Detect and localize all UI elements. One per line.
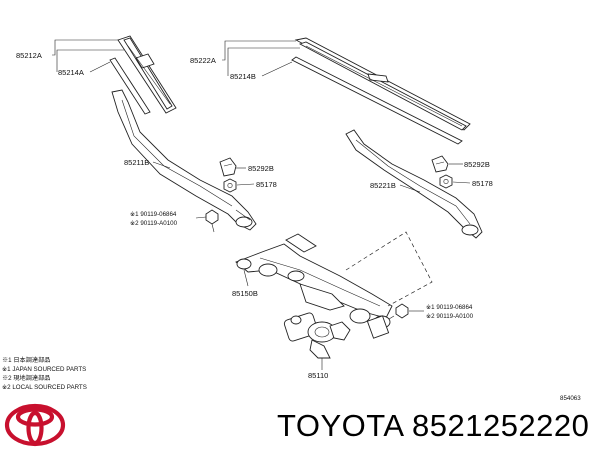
right-wiper-rubber	[291, 56, 463, 145]
label-85214a: 85214A	[58, 68, 84, 77]
label-screw1-right: ※1 90119-06864	[426, 304, 473, 311]
label-85214b: 85214B	[230, 72, 256, 81]
note-line-2: ※1 JAPAN SOURCED PARTS	[2, 366, 86, 373]
label-85292b-left: 85292B	[248, 164, 274, 173]
label-85212a: 85212A	[16, 51, 42, 60]
wiper-linkage	[235, 233, 393, 339]
part-number-caption: TOYOTA 8521252220	[277, 408, 590, 443]
figure-id: 854063	[560, 395, 581, 402]
label-85292b-right: 85292B	[464, 160, 490, 169]
left-wiper-blade	[117, 35, 177, 114]
label-85178-right: 85178	[472, 179, 493, 188]
nut-85178-right	[439, 174, 453, 189]
cap-85292b-right	[431, 155, 449, 173]
label-screw2-left: ※2 90119-A0100	[130, 220, 178, 227]
toyota-logo-icon	[4, 403, 66, 447]
label-85178-left: 85178	[256, 180, 277, 189]
nut-85178-left	[223, 178, 237, 193]
note-line-4: ※2 LOCAL SOURCED PARTS	[2, 384, 87, 391]
right-wiper-arm	[345, 129, 483, 239]
label-screw2-right: ※2 90119-A0100	[426, 313, 474, 320]
right-wiper-blade	[294, 37, 471, 131]
leader-lines	[52, 39, 471, 370]
label-85222a: 85222A	[190, 56, 216, 65]
left-wiper-rubber	[109, 57, 151, 115]
label-85150b: 85150B	[232, 289, 258, 298]
screw-left	[205, 209, 219, 233]
label-85211b: 85211B	[124, 158, 149, 167]
label-screw1-left: ※1 90119-06864	[130, 211, 177, 218]
label-85221b: 85221B	[370, 181, 396, 190]
connection-dash-line	[345, 231, 433, 307]
wiper-motor	[283, 312, 351, 359]
cap-85292b-left	[219, 157, 237, 177]
label-85110: 85110	[308, 371, 328, 380]
note-line-1: ※1 日本調達部品	[2, 356, 50, 364]
note-line-3: ※2 現地調達部品	[2, 374, 50, 382]
